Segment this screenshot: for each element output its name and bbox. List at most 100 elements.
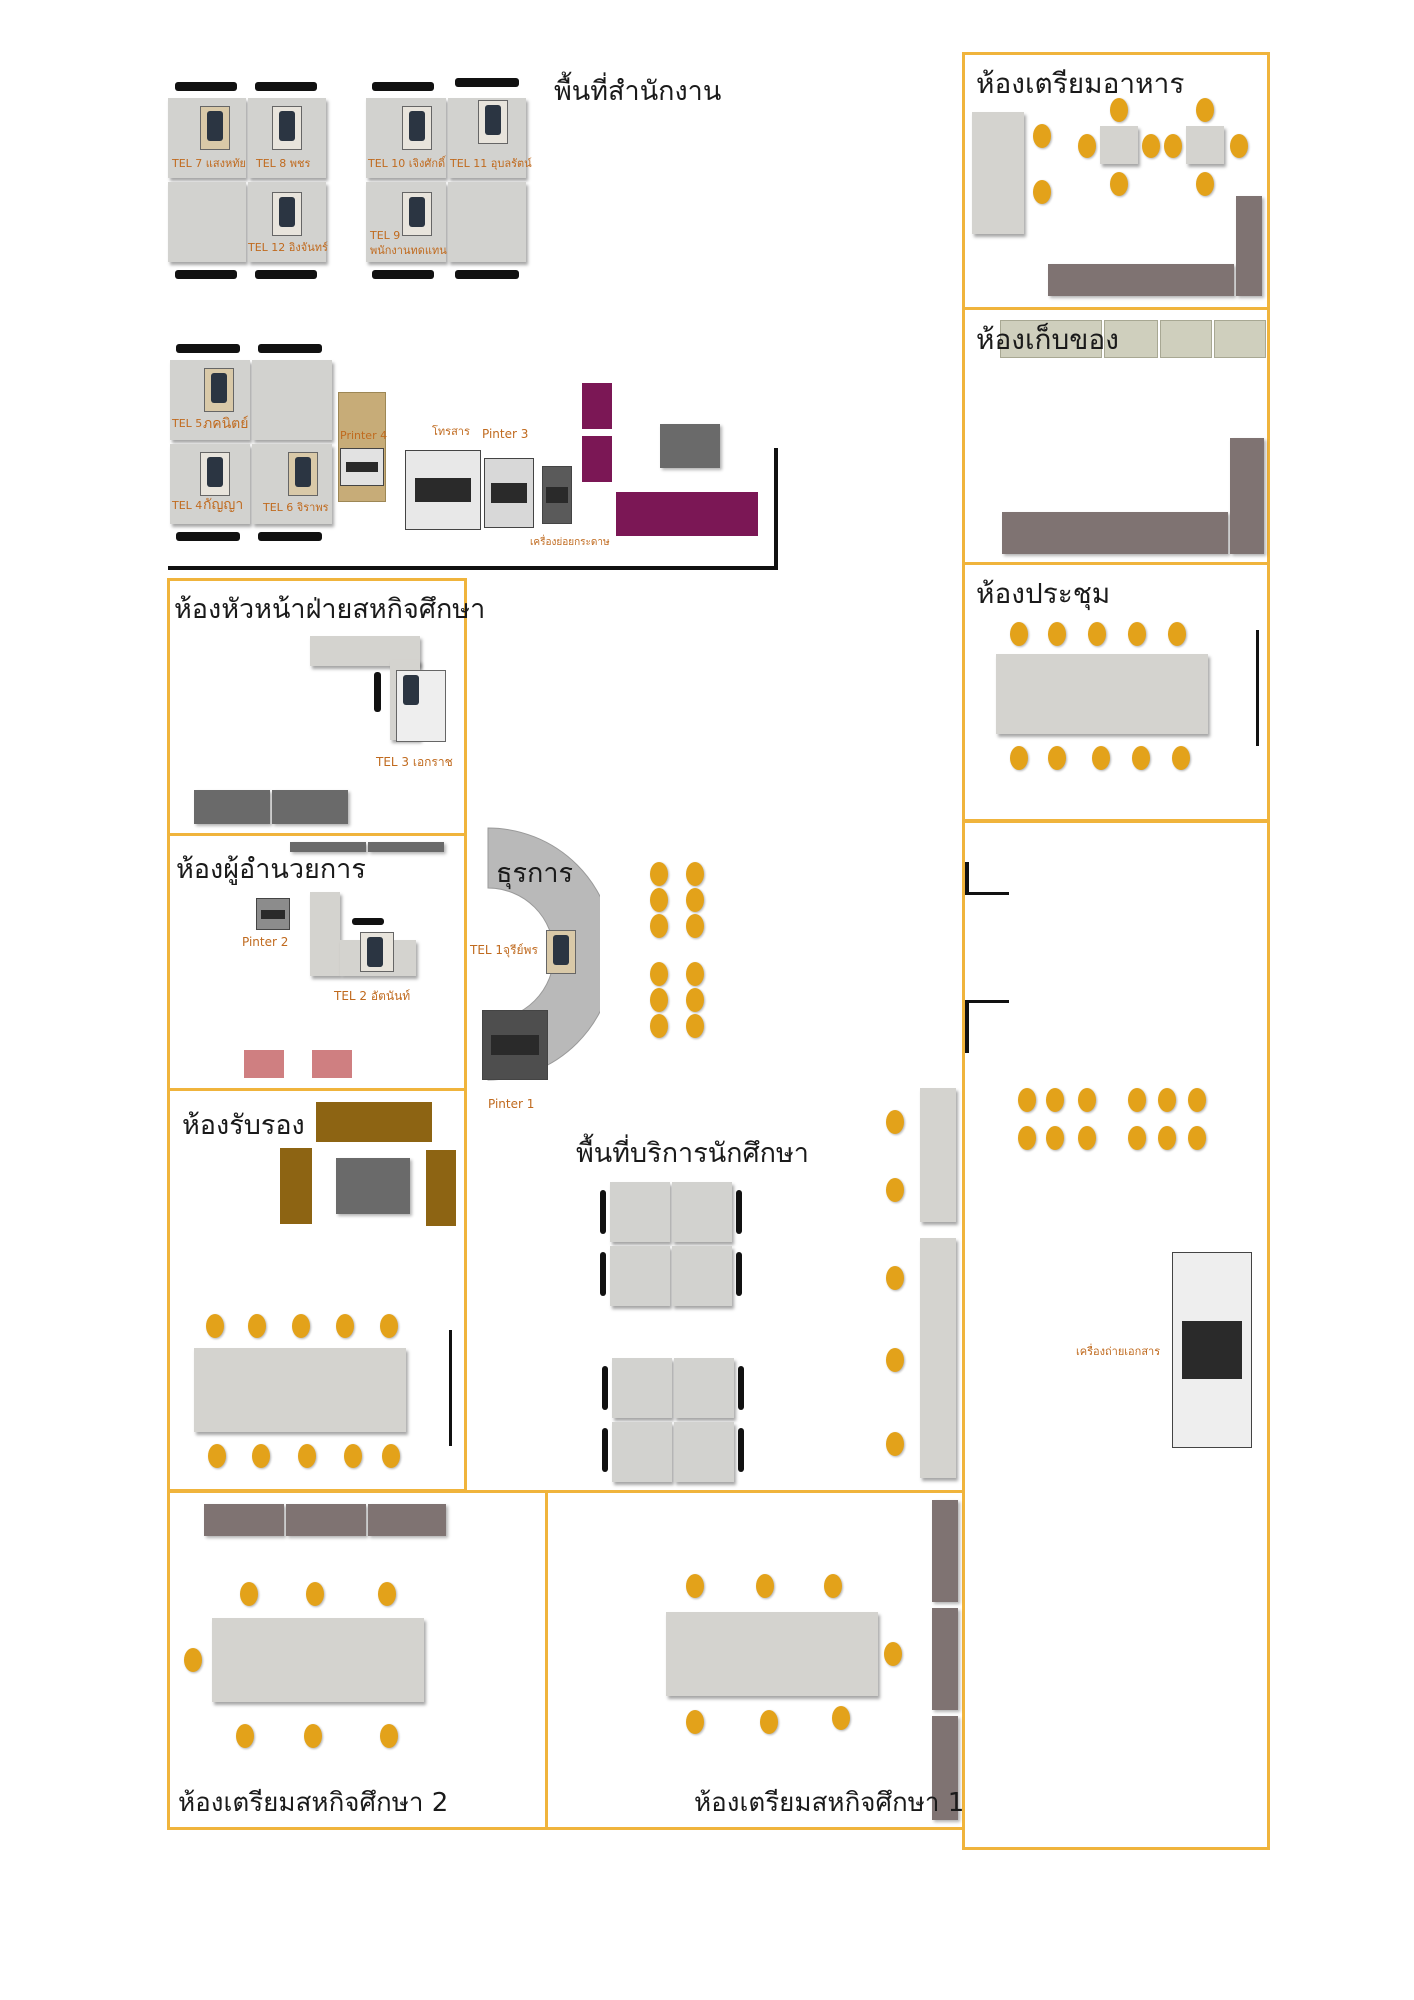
study-desk [672, 1246, 732, 1306]
label-tel5-line1: TEL 5 [172, 417, 203, 430]
chair [1196, 172, 1214, 196]
chair [1188, 1088, 1206, 1112]
chair [1196, 98, 1214, 122]
door-mark [965, 892, 1009, 895]
chair [686, 1574, 704, 1598]
label-tel6: TEL 6 จิราพร [263, 501, 329, 514]
chair-bar [600, 1252, 606, 1296]
phone-icon [546, 930, 576, 974]
counter [920, 1088, 956, 1222]
shelf [1104, 320, 1158, 358]
chair [1048, 746, 1066, 770]
meeting-table [666, 1612, 878, 1696]
cabinet [932, 1716, 958, 1820]
label-tel2: TEL 2 อัตนันท์ [334, 989, 411, 1003]
meeting-title: ห้องประชุม [976, 577, 1111, 610]
chair [312, 1050, 352, 1078]
label-tel9-line1: TEL 9 [370, 229, 401, 242]
cabinet [616, 492, 758, 536]
chair [686, 888, 704, 912]
printer-icon [484, 458, 534, 528]
chair-bar [738, 1366, 744, 1410]
chair [252, 1444, 270, 1468]
chair [650, 962, 668, 986]
admin-title: ธุรการ [496, 858, 573, 889]
desk-bar [455, 270, 519, 279]
chair [1092, 746, 1110, 770]
shelf [1000, 320, 1102, 358]
chair [382, 1444, 400, 1468]
label-printer2: Pinter 2 [242, 935, 289, 949]
phone-icon [272, 192, 302, 236]
chair [1048, 622, 1066, 646]
chair [1078, 1088, 1096, 1112]
chair [686, 1710, 704, 1734]
door-mark [965, 1003, 969, 1053]
whiteboard [1256, 630, 1259, 746]
phone-icon [200, 106, 230, 150]
sofa [316, 1102, 432, 1142]
label-tel5-line2: ภคนิตย์ [203, 416, 249, 432]
chair [292, 1314, 310, 1338]
chair-bar [602, 1366, 608, 1410]
chair [886, 1110, 904, 1134]
printer-icon [256, 898, 290, 930]
chair [1158, 1126, 1176, 1150]
label-fax: โทรสาร [432, 425, 470, 438]
label-tel3: TEL 3 เอกราช [376, 755, 453, 769]
chair [1010, 746, 1028, 770]
label-tel11: TEL 11 อุบลรัตน์ [450, 157, 532, 170]
chair [1088, 622, 1106, 646]
phone-icon [402, 192, 432, 236]
meeting-table [212, 1618, 424, 1702]
student-service-title: พื้นที่บริการนักศึกษา [576, 1138, 809, 1169]
study-desk [612, 1358, 672, 1418]
chair [686, 962, 704, 986]
chair [824, 1574, 842, 1598]
door-mark [965, 1000, 1009, 1003]
chair [206, 1314, 224, 1338]
prep-2-title: ห้องเตรียมสหกิจศึกษา 2 [178, 1788, 449, 1818]
reception-title: ห้องรับรอง [182, 1110, 305, 1141]
office-wall [774, 448, 778, 570]
chair [240, 1582, 258, 1606]
chair [886, 1432, 904, 1456]
cabinet [290, 842, 366, 852]
shredder-icon [542, 466, 572, 524]
sofa [426, 1150, 456, 1226]
chair [184, 1648, 202, 1672]
chair [1018, 1126, 1036, 1150]
chair [1033, 180, 1051, 204]
chair-bar [602, 1428, 608, 1472]
label-printer4: Printer 4 [340, 429, 388, 442]
label-tel4-line1: TEL 4 [172, 499, 203, 512]
cabinet [1236, 196, 1262, 296]
study-desk [610, 1246, 670, 1306]
chair [1046, 1088, 1064, 1112]
chair [1158, 1088, 1176, 1112]
cabinet [204, 1504, 284, 1536]
door-mark [965, 862, 969, 892]
chair [686, 914, 704, 938]
phone-icon [200, 452, 230, 496]
counter [972, 112, 1024, 234]
office-wall [168, 566, 778, 570]
chair [380, 1724, 398, 1748]
chair [650, 988, 668, 1012]
prep-1-title: ห้องเตรียมสหกิจศึกษา 1 [694, 1788, 965, 1818]
chair [1164, 134, 1182, 158]
shelf [1214, 320, 1266, 358]
chair [1142, 134, 1160, 158]
chair [1078, 134, 1096, 158]
fax-machine-icon [405, 450, 481, 530]
chair [380, 1314, 398, 1338]
desk-bar [255, 270, 317, 279]
label-tel9-line2: พนักงานทดแทน [370, 244, 447, 257]
desk-bar [455, 78, 519, 87]
study-desk [674, 1358, 734, 1418]
label-tel7: TEL 7 แสงหทัย [172, 157, 246, 170]
meeting-table [996, 654, 1208, 734]
office-desk [168, 182, 246, 262]
desk-bar [372, 270, 434, 279]
